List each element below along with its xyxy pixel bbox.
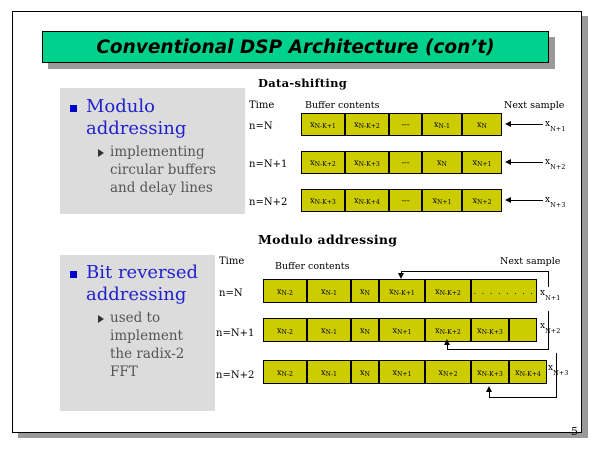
diagram-bottom-title: Modulo addressing [258, 232, 398, 247]
top-row-time: n=N+2 [249, 197, 288, 208]
page-number: 5 [571, 425, 578, 438]
bullet-square-icon [70, 105, 77, 112]
slide-title-bar: Conventional DSP Architecture (con’t) [42, 31, 549, 63]
write-connector-horizontal [401, 271, 549, 272]
bottom-row-time: n=N+2 [216, 370, 255, 381]
next-sample-arrow-head [505, 197, 511, 203]
bottom-row-time: n=N [219, 288, 243, 299]
slide-title: Conventional DSP Architecture (con’t) [96, 36, 495, 58]
bullet-panel-bitreversed [60, 255, 215, 411]
bullet-bit-reversed-addressing: Bit reversed addressing used to implemen… [70, 262, 245, 381]
buffer-dots: . . . . . . . . . . [472, 286, 536, 296]
next-sample-arrow-line [511, 200, 543, 201]
buffer-cell-ellipsis: --- [389, 189, 422, 212]
bullet-square-icon [70, 271, 77, 278]
write-connector-horizontal [447, 349, 549, 350]
top-col-header-buffer: Buffer contents [305, 100, 380, 111]
next-sample-value: xN+1 [540, 288, 561, 302]
next-sample-arrow-head [505, 121, 511, 127]
buffer-cell-ellipsis: --- [389, 113, 422, 136]
top-row-time: n=N+1 [249, 159, 288, 170]
write-connector-rise [447, 344, 448, 350]
bottom-col-header-next: Next sample [500, 256, 561, 267]
top-col-header-next: Next sample [504, 100, 565, 111]
sub-bullet-text: used to implement the radix-2 FFT [110, 310, 185, 380]
bullet-modulo-addressing: Modulo addressing implementing circular … [70, 96, 245, 197]
next-sample-arrow-line [511, 162, 543, 163]
bullet-panel-modulo [60, 88, 245, 214]
sub-bullet-triangle-icon [98, 315, 104, 323]
next-sample-value: xN+3 [548, 363, 569, 377]
next-sample-value: xN+3 [545, 195, 566, 209]
top-row-time: n=N [249, 121, 273, 132]
bottom-col-header-time: Time [219, 256, 245, 267]
bottom-row-time: n=N+1 [216, 328, 255, 339]
top-col-header-time: Time [249, 100, 275, 111]
write-connector-vertical [548, 311, 549, 350]
write-arrow-head [486, 386, 492, 392]
buffer-cell-ellipsis: --- [389, 151, 422, 174]
write-arrow-head [444, 339, 450, 345]
bullet-heading: Modulo addressing [86, 96, 187, 139]
write-connector-vertical [548, 271, 549, 287]
diagram-top-title: Data-shifting [258, 76, 348, 90]
next-sample-value: xN+2 [540, 321, 561, 335]
bottom-col-header-buffer: Buffer contents [275, 261, 350, 272]
write-connector-vertical [556, 353, 557, 398]
next-sample-arrow-head [505, 159, 511, 165]
next-sample-value: xN+1 [545, 119, 566, 133]
buffer-cell-empty: . . . . . . . . . . [471, 279, 537, 303]
bullet-heading: Bit reversed addressing [86, 262, 199, 305]
buffer-cell-empty [509, 318, 537, 342]
sub-bullet-triangle-icon [98, 149, 104, 157]
write-connector-rise [489, 392, 490, 398]
write-connector-horizontal [489, 397, 557, 398]
next-sample-value: xN+2 [545, 157, 566, 171]
next-sample-arrow-line [511, 124, 543, 125]
write-arrow-head [398, 273, 404, 279]
sub-bullet-text: implementing circular buffers and delay … [110, 144, 216, 196]
